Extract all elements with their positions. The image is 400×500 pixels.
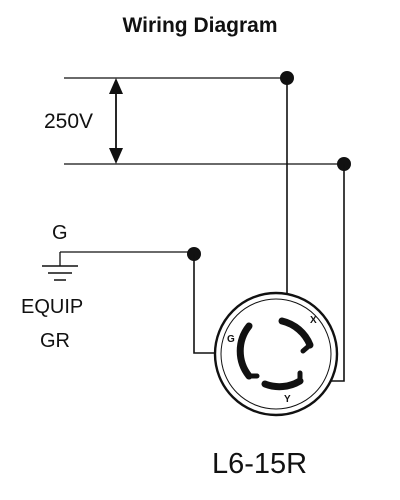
voltage-arrow-down <box>109 148 123 164</box>
terminal-y-label: Y <box>284 394 291 405</box>
ground-label: G <box>52 222 68 244</box>
receptacle-outer-ring <box>213 291 339 417</box>
voltage-arrow-up <box>109 78 123 94</box>
terminal-y-slot <box>261 377 304 391</box>
terminal-x-label: X <box>310 315 317 326</box>
terminal-x-slot-hook <box>300 342 313 354</box>
diagram-title: Wiring Diagram <box>122 14 278 37</box>
receptacle-inner-ring <box>220 298 332 410</box>
terminal-x-slot <box>278 317 314 349</box>
model-label: L6-15R <box>212 448 308 480</box>
ground-slot <box>236 322 253 380</box>
equipment-ground-label-line2: GR <box>40 330 70 352</box>
equipment-ground-label-line1: EQUIP <box>21 296 84 318</box>
terminal-ground-label: G <box>227 334 235 345</box>
receptacle-face: G X Y <box>213 291 339 417</box>
voltage-label: 250V <box>44 110 94 133</box>
